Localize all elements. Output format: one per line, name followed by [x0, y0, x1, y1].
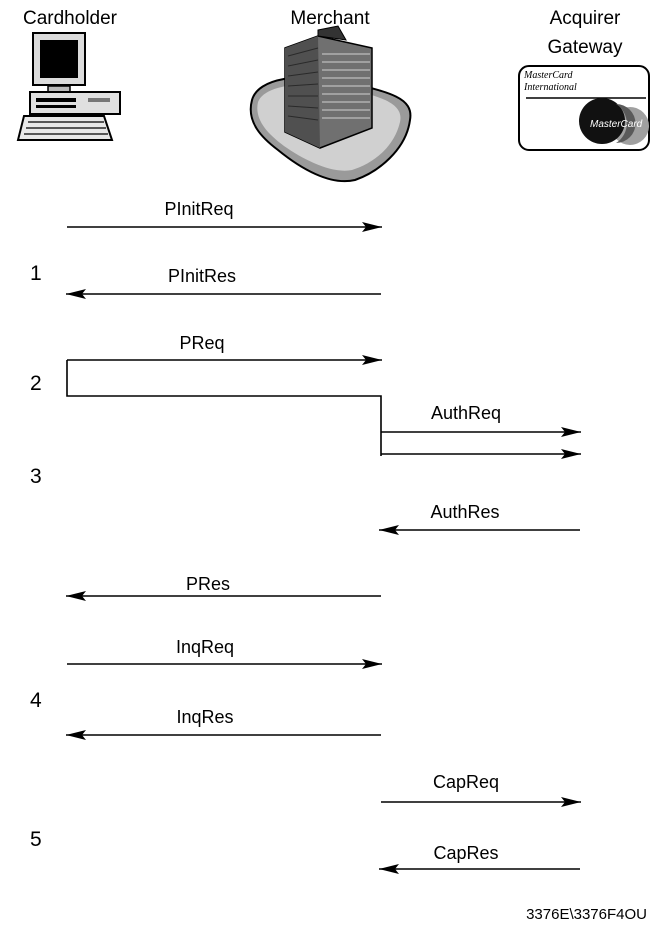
card-brand: MasterCard — [590, 119, 643, 130]
step-number: 2 — [30, 372, 42, 395]
gateway-label: Gateway — [547, 37, 623, 58]
card-issuer-line1: MasterCard — [523, 70, 574, 81]
step-number: 4 — [30, 689, 42, 712]
mastercard-icon — [518, 65, 650, 151]
merchant-label: Merchant — [290, 8, 370, 29]
step-number: 5 — [30, 828, 42, 851]
preq-label: PReq — [179, 333, 225, 353]
step-number: 1 — [30, 262, 42, 285]
authreq-label: AuthReq — [430, 403, 502, 423]
computer-icon — [16, 32, 121, 141]
card-issuer-line2: International — [523, 82, 577, 93]
building-icon — [249, 25, 412, 183]
acquirer-label: Acquirer — [549, 8, 621, 29]
step-number: 3 — [30, 465, 42, 488]
inqreq-label: InqReq — [175, 637, 235, 657]
pinitreq-label: PInitReq — [164, 199, 234, 219]
capres-label: CapRes — [433, 843, 499, 863]
inqres-label: InqRes — [176, 707, 234, 727]
capreq-label: CapReq — [432, 772, 500, 792]
pinitres-label: PInitRes — [167, 266, 237, 286]
figure-id: 3376E\3376F4OU — [526, 906, 647, 923]
authres-label: AuthRes — [430, 502, 500, 522]
cardholder-label: Cardholder — [23, 8, 117, 29]
pres-label: PRes — [185, 574, 230, 594]
preq-bracket — [66, 360, 382, 456]
